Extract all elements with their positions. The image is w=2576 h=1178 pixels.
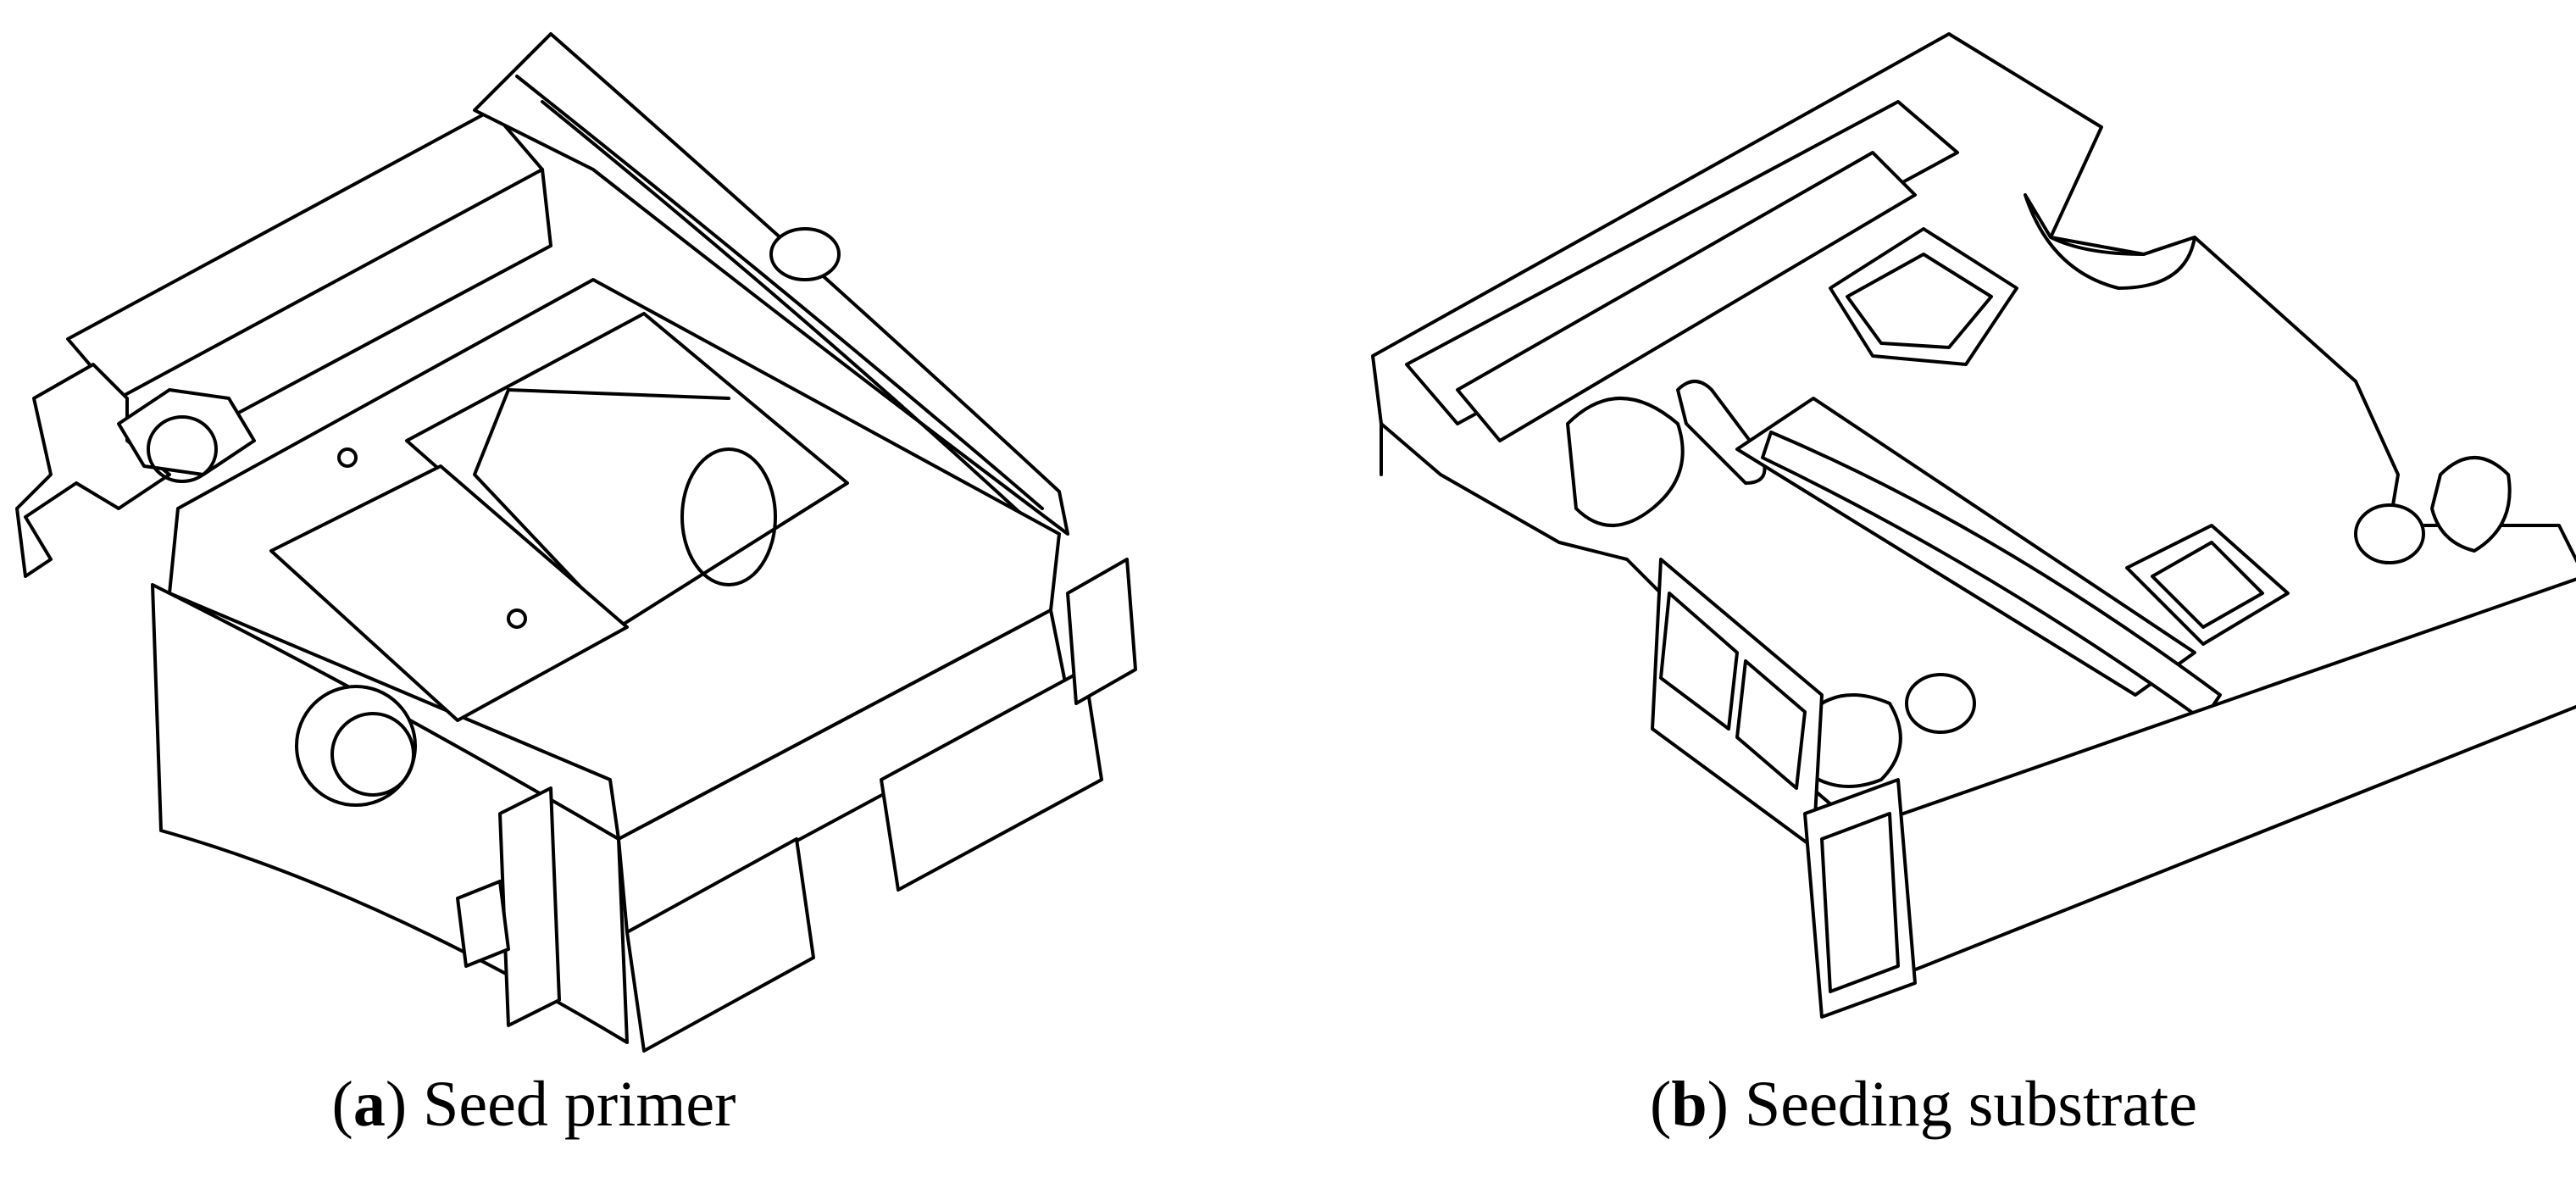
lower-frame-rib-a bbox=[498, 786, 561, 1027]
pin-hole-lower bbox=[507, 608, 527, 629]
seed-primer-drawing bbox=[15, 32, 1137, 1053]
caption-b-letter: b bbox=[1671, 1069, 1707, 1140]
right-circle-hole bbox=[2354, 503, 2425, 564]
lower-block-mid bbox=[880, 668, 1103, 892]
front-plate bbox=[269, 464, 629, 722]
right-square-pocket-inner bbox=[2151, 541, 2264, 629]
caption-b: (b) Seeding substrate bbox=[1650, 1069, 2197, 1140]
lower-block-left bbox=[625, 837, 815, 1053]
back-cylinder bbox=[769, 227, 841, 281]
left-hex-boss bbox=[117, 388, 256, 476]
front-u-notch bbox=[1795, 693, 1902, 788]
square-pocket-top bbox=[1829, 227, 2018, 366]
left-front-cell-1 bbox=[1659, 592, 1739, 731]
lower-block-right bbox=[1066, 558, 1137, 705]
front-box-inner bbox=[1820, 812, 1900, 993]
right-notch bbox=[2024, 193, 2196, 290]
right-square-pocket bbox=[2125, 524, 2290, 646]
panel-seed-primer: (a) Seed primer bbox=[15, 32, 1137, 1140]
lower-frame-rib-b bbox=[456, 880, 510, 968]
left-front-cell-2 bbox=[1735, 659, 1807, 790]
caption-a-letter: a bbox=[353, 1069, 386, 1140]
caption-b-text: Seeding substrate bbox=[1744, 1069, 2197, 1140]
panel-seeding-substrate: (b) Seeding substrate bbox=[1288, 0, 2576, 1178]
square-pocket-inner bbox=[1846, 253, 1993, 349]
front-box bbox=[1803, 778, 1917, 1019]
rear-channel-inner bbox=[1456, 151, 1917, 442]
front-circle-hole bbox=[1905, 673, 1976, 734]
front-boss-bore bbox=[330, 712, 415, 797]
pin-hole-upper bbox=[337, 447, 358, 468]
caption-a-text: Seed primer bbox=[423, 1069, 736, 1140]
curved-tray-rail-inner bbox=[541, 100, 1035, 527]
cavity-hole bbox=[680, 447, 777, 586]
seeding-substrate-drawing bbox=[1371, 32, 2576, 1019]
caption-a: (a) Seed primer bbox=[331, 1069, 736, 1140]
left-end-connector bbox=[15, 363, 171, 578]
left-hex-hole bbox=[147, 415, 218, 483]
left-notch-pocket bbox=[1566, 397, 1685, 527]
right-u-notch bbox=[2430, 456, 2512, 553]
inner-cavity-floor-edge bbox=[507, 388, 730, 400]
curved-tray-rail bbox=[515, 75, 1044, 510]
